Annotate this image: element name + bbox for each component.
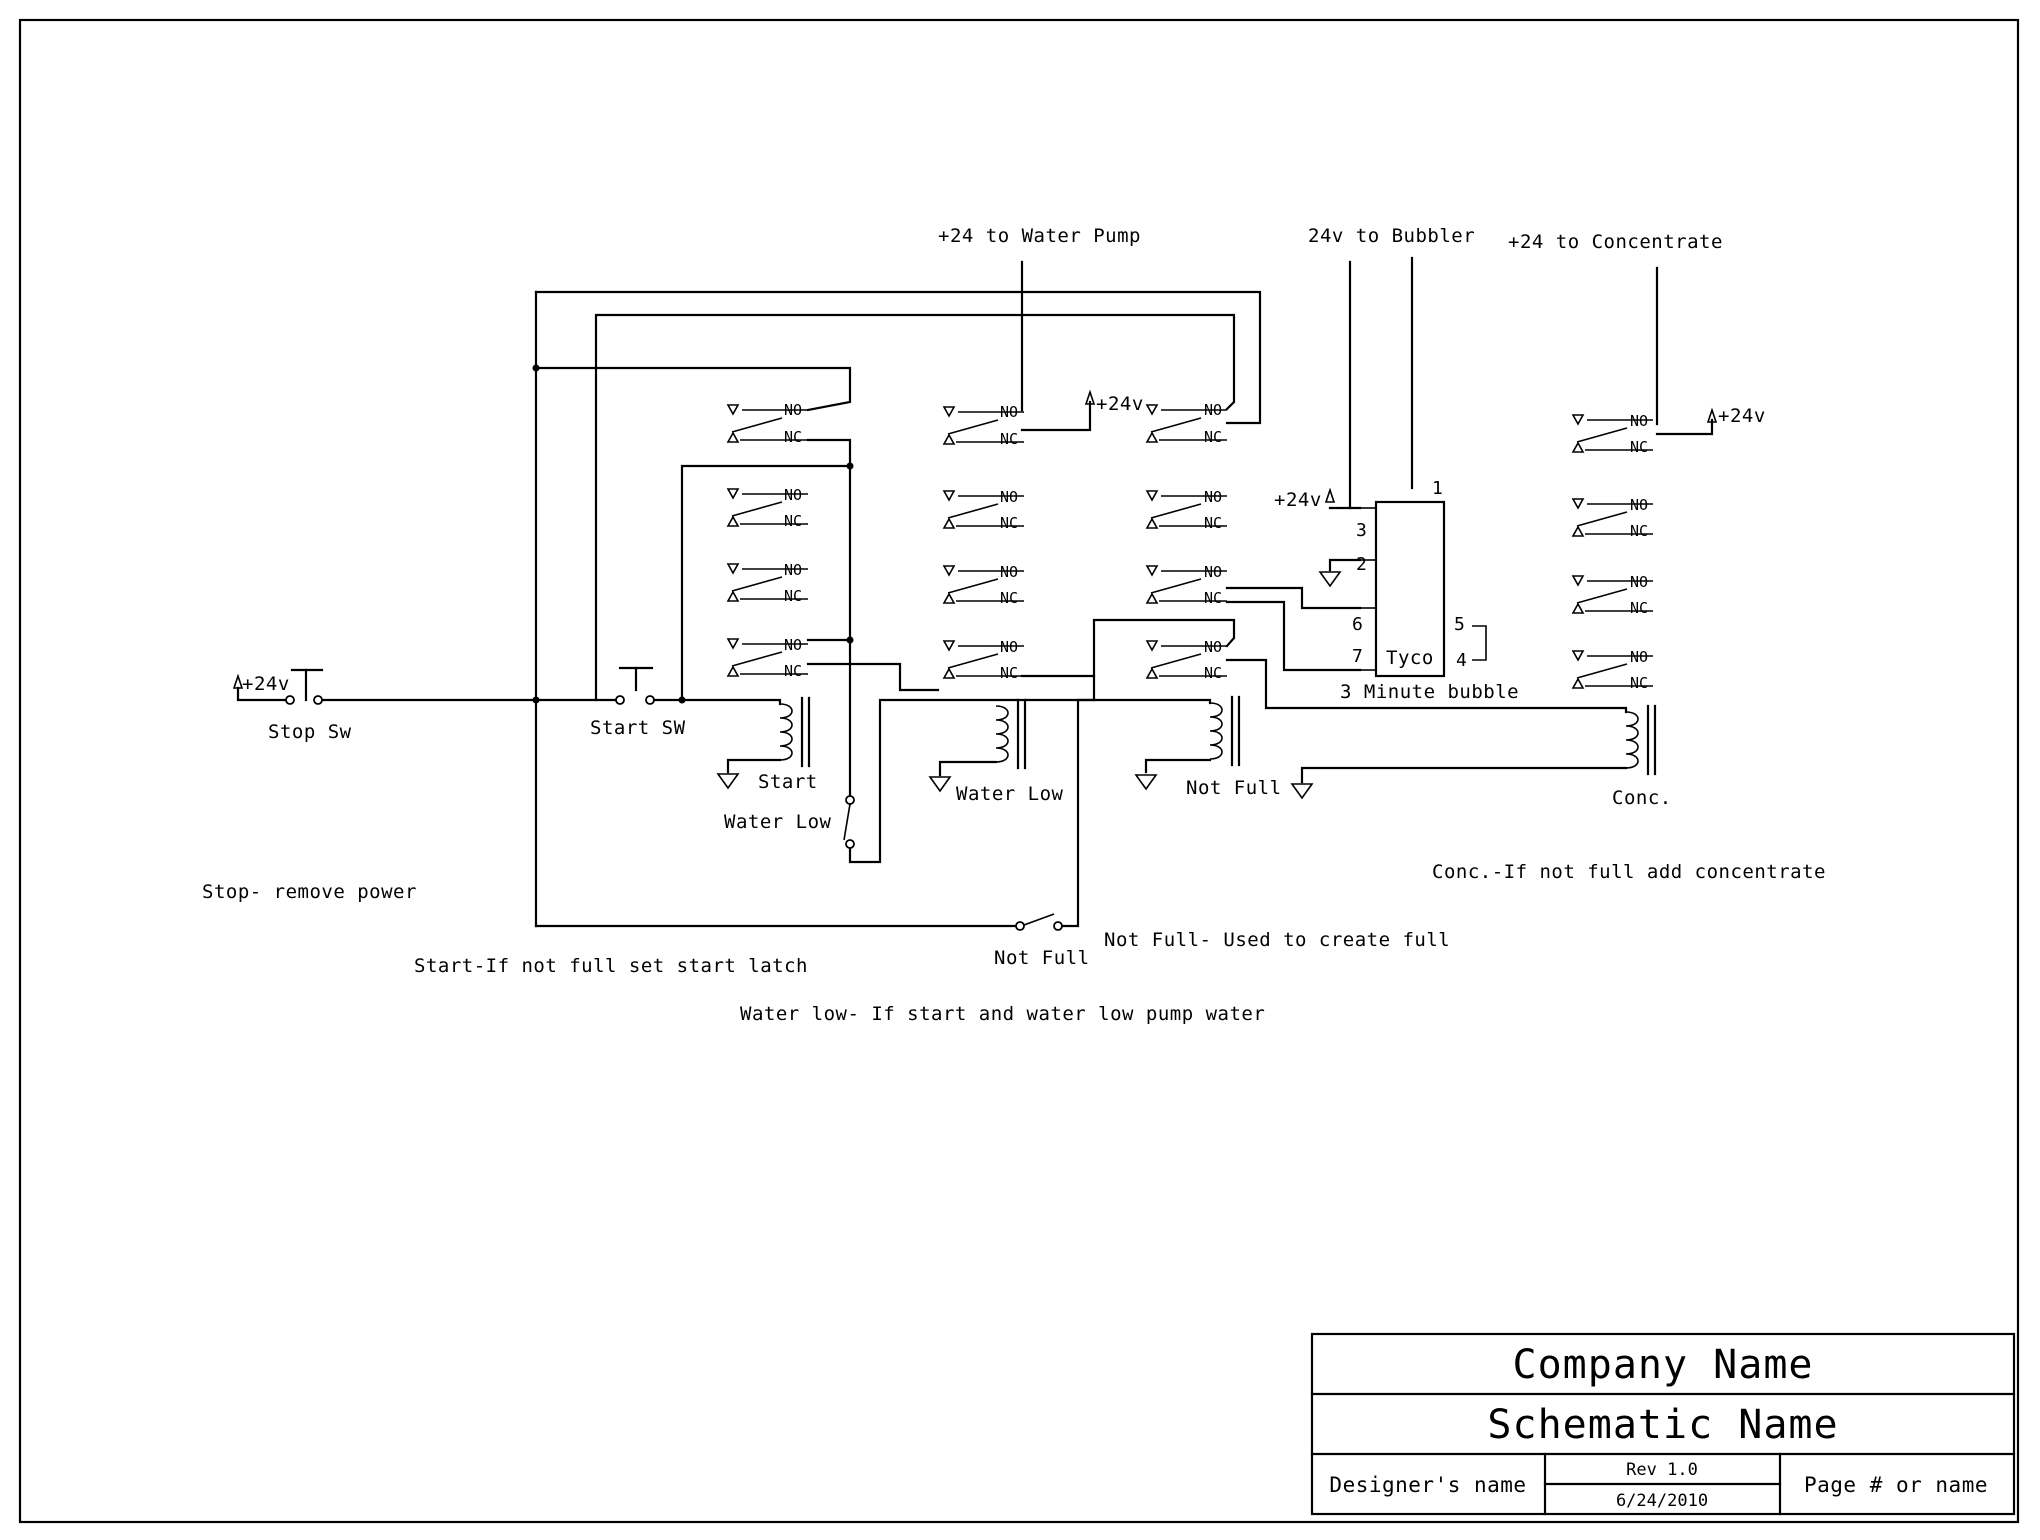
date: 6/24/2010	[1616, 1491, 1708, 1511]
revision: Rev 1.0	[1626, 1460, 1698, 1480]
ground-timer	[1319, 571, 1341, 587]
svg-text:NO: NO	[1000, 488, 1018, 506]
svg-text:NC: NC	[1000, 514, 1018, 532]
svg-text:NO: NO	[1630, 573, 1648, 591]
page-name: Page # or name	[1804, 1473, 1988, 1497]
svg-text:NO: NO	[1000, 403, 1018, 421]
stop-switch	[285, 668, 324, 705]
label-sw-not-full: Not Full	[994, 947, 1090, 969]
svg-text:NO: NO	[1630, 412, 1648, 430]
svg-text:NC: NC	[1204, 664, 1222, 682]
note-conc: Conc.-If not full add concentrate	[1432, 861, 1826, 883]
coil-not-full	[1208, 695, 1241, 767]
label-bubbler: 24v to Bubbler	[1308, 225, 1475, 247]
label-coil-conc: Conc.	[1612, 787, 1672, 809]
svg-text:NO: NO	[1204, 638, 1222, 656]
svg-text:NO: NO	[784, 401, 802, 419]
note-stop: Stop- remove power	[202, 881, 417, 903]
svg-text:NO: NO	[784, 636, 802, 654]
svg-text:NC: NC	[1000, 430, 1018, 448]
label-stop-sw: Stop Sw	[268, 721, 352, 743]
ground-not-full	[1135, 774, 1157, 790]
svg-text:NO: NO	[784, 561, 802, 579]
ground-conc	[1291, 783, 1313, 799]
svg-text:NC: NC	[784, 512, 802, 530]
ground-start	[717, 773, 739, 789]
label-sw-water-low: Water Low	[724, 811, 832, 833]
coil-water-low	[994, 698, 1027, 770]
label-24v-timer: +24v	[1274, 489, 1322, 511]
note-start: Start-If not full set start latch	[414, 955, 808, 977]
svg-text:7: 7	[1352, 646, 1363, 667]
title-block: Company Name Schematic Name Designer's n…	[1310, 1332, 2016, 1516]
tyco-timer	[1360, 500, 1446, 678]
svg-text:NC: NC	[1630, 599, 1648, 617]
label-water-pump: +24 to Water Pump	[938, 225, 1141, 247]
svg-text:4: 4	[1456, 650, 1467, 671]
svg-text:NC: NC	[1204, 514, 1222, 532]
label-start-sw: Start SW	[590, 717, 686, 739]
water-low-switch	[845, 795, 855, 849]
note-water-low: Water low- If start and water low pump w…	[740, 1003, 1265, 1025]
label-tyco: Tyco	[1386, 647, 1434, 669]
svg-text:6: 6	[1352, 614, 1363, 635]
svg-text:NC: NC	[1000, 664, 1018, 682]
start-switch	[615, 666, 655, 705]
svg-text:NC: NC	[784, 587, 802, 605]
svg-text:NO: NO	[1204, 401, 1222, 419]
label-timer-desc: 3 Minute bubble	[1340, 681, 1519, 703]
coil-conc	[1624, 704, 1657, 776]
not-full-switch	[1015, 913, 1063, 931]
label-concentrate: +24 to Concentrate	[1508, 231, 1723, 253]
sheet-border	[18, 18, 2020, 1524]
label-coil-water-low: Water Low	[956, 783, 1064, 805]
svg-text:NO: NO	[1204, 563, 1222, 581]
svg-text:NC: NC	[784, 428, 802, 446]
svg-text:NO: NO	[1630, 496, 1648, 514]
svg-text:1: 1	[1432, 478, 1443, 499]
label-coil-not-full: Not Full	[1186, 777, 1282, 799]
schematic-name: Schematic Name	[1487, 1402, 1838, 1448]
ground-water-low	[929, 776, 951, 792]
svg-text:NO: NO	[784, 486, 802, 504]
svg-text:NC: NC	[1204, 428, 1222, 446]
svg-text:NC: NC	[784, 662, 802, 680]
note-not-full: Not Full- Used to create full	[1104, 929, 1450, 951]
svg-text:5: 5	[1454, 614, 1465, 635]
label-24v-stop: +24v	[242, 673, 290, 695]
svg-text:3: 3	[1356, 520, 1367, 541]
svg-text:NC: NC	[1000, 589, 1018, 607]
svg-text:NO: NO	[1630, 648, 1648, 666]
svg-text:NO: NO	[1000, 563, 1018, 581]
svg-text:NC: NC	[1630, 438, 1648, 456]
svg-text:NO: NO	[1204, 488, 1222, 506]
svg-text:NC: NC	[1630, 674, 1648, 692]
label-24v-conc: +24v	[1718, 405, 1766, 427]
svg-text:2: 2	[1356, 554, 1367, 575]
company-name: Company Name	[1513, 1342, 1814, 1388]
coil-start	[778, 696, 811, 768]
svg-text:NC: NC	[1204, 589, 1222, 607]
label-coil-start: Start	[758, 771, 818, 793]
label-24v-not-full: +24v	[1096, 393, 1144, 415]
svg-text:NC: NC	[1630, 522, 1648, 540]
designer-name: Designer's name	[1329, 1473, 1526, 1497]
svg-text:NO: NO	[1000, 638, 1018, 656]
